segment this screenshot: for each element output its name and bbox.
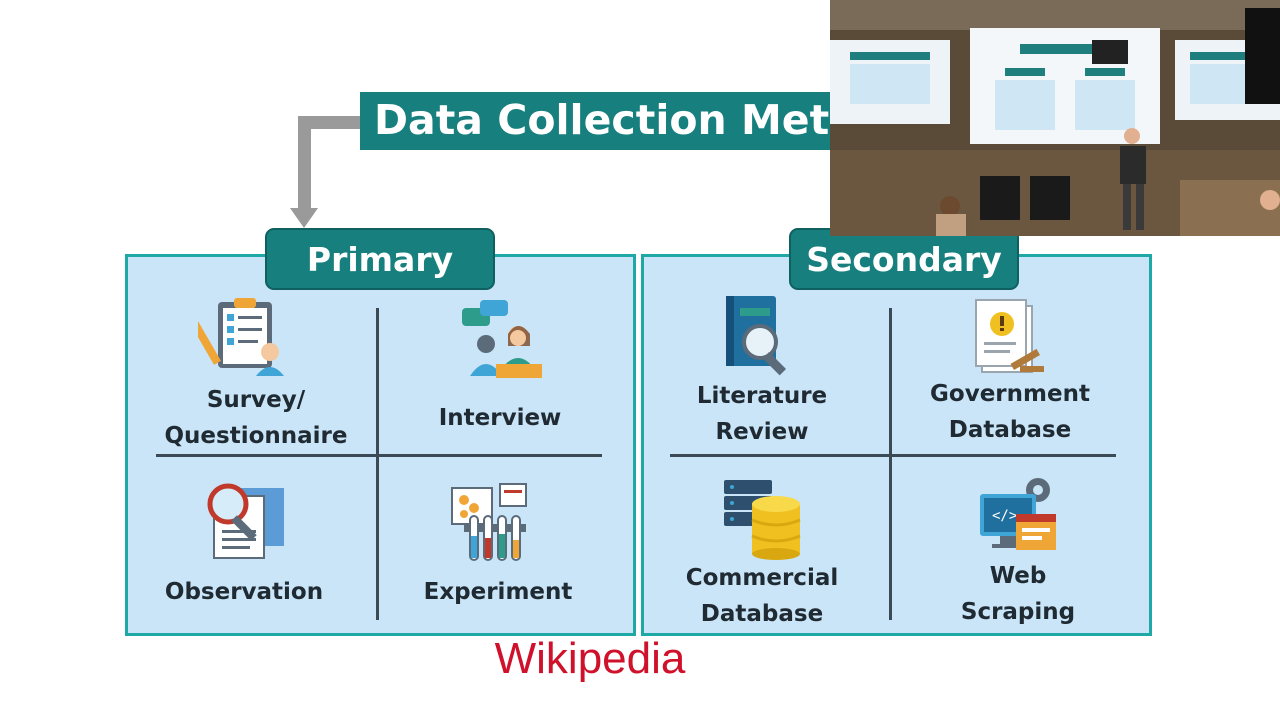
interview-label: Interview [438,405,562,431]
secondary-tab: Secondary [789,228,1019,290]
magnifier-document-icon [207,483,284,559]
secondary-divider-vertical [889,308,892,620]
primary-panel [125,254,636,636]
literature-review-label: Literature Review [696,383,828,445]
web-scraping-label: Web Scraping [960,563,1076,625]
secondary-divider-horizontal [670,454,1116,457]
observation-label: Observation [164,579,324,605]
svg-text:</>: </> [992,508,1017,524]
connector-arrow-vertical [298,116,311,212]
government-database-label: Government Database [930,381,1090,443]
government-document-icon [975,299,1044,373]
book-magnifier-icon [726,296,787,376]
test-tubes-icon [451,483,527,561]
diagram-title: Data Collection Meth [374,96,859,144]
primary-tab: Primary [265,228,495,290]
connector-arrow-horizontal [298,116,362,129]
wikipedia-watermark: Wikipedia [494,634,686,683]
survey-label: Survey/ Questionnaire [164,387,348,449]
arrow-head-icon [290,208,318,228]
primary-divider-horizontal [156,454,602,457]
commercial-database-label: Commercial Database [685,565,839,627]
lecture-video-overlay [830,0,1280,236]
primary-divider-vertical [376,308,379,620]
experiment-label: Experiment [423,579,573,605]
lecture-room-image [830,0,1280,236]
title-banner: Data Collection Meth [360,92,880,150]
web-code-gear-icon: </> [980,478,1056,550]
database-server-icon [724,480,801,560]
interview-icon [462,300,542,378]
survey-clipboard-icon [198,298,284,376]
